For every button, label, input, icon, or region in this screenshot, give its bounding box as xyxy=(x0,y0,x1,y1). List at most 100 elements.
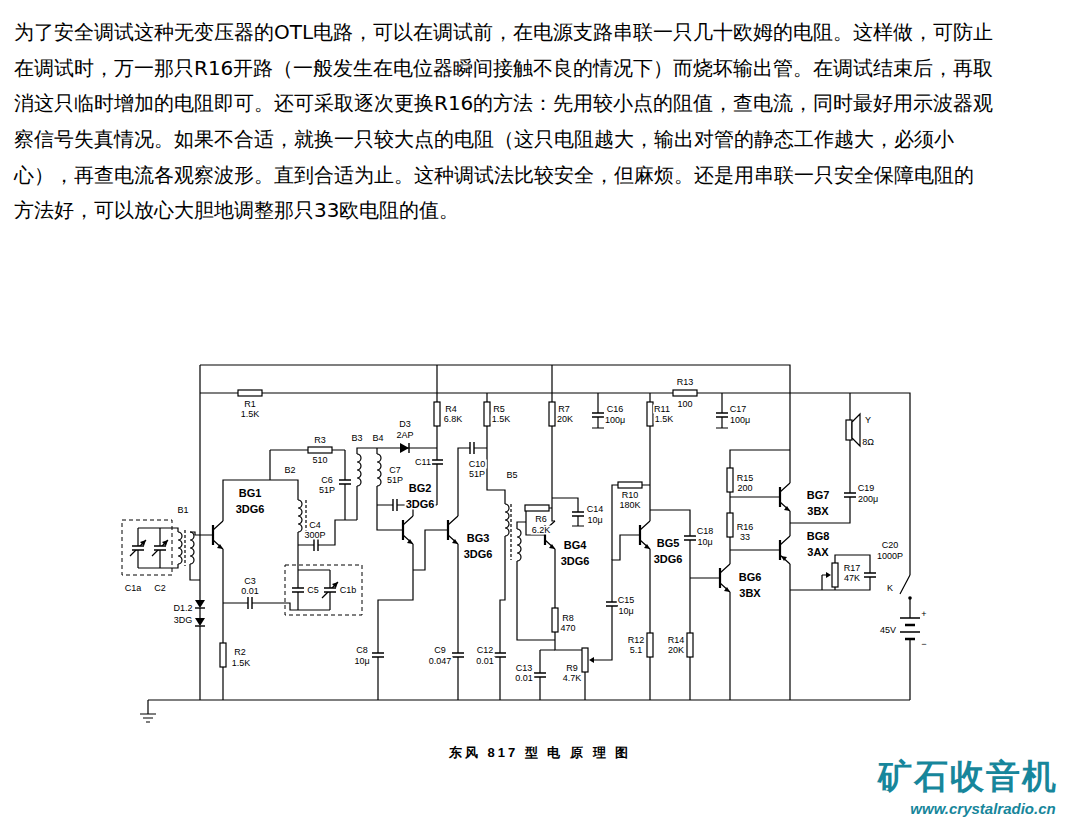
transistor-label: 3BX xyxy=(738,588,761,599)
part-label: C1a xyxy=(124,584,143,593)
diodes xyxy=(195,443,409,626)
diagram-caption: 东风 817 型 电 原 理 图 xyxy=(449,746,631,759)
part-label: C8 xyxy=(355,646,369,655)
transistor-label: BG8 xyxy=(806,531,831,542)
part-label: 3DG xyxy=(173,616,194,625)
part-label: B5 xyxy=(505,471,518,480)
paragraph-line: 心），再查电流各观察波形。直到合适为止。这种调试法比较安全，但麻烦。还是用串联一… xyxy=(14,165,974,185)
part-label: B3 xyxy=(350,434,363,443)
transistor-label: 3DG6 xyxy=(653,554,684,565)
part-label: R10 xyxy=(621,491,640,500)
paragraph-line: 在调试时，万一那只R16开路（一般发生在电位器瞬间接触不良的情况下）而烧坏输出管… xyxy=(14,58,993,78)
part-label: B1 xyxy=(176,506,189,515)
part-label: C10 xyxy=(468,460,487,469)
part-label: 100 xyxy=(676,400,693,409)
part-label: C15 xyxy=(617,596,636,605)
part-label: 300P xyxy=(303,531,326,540)
part-label: 1.5K xyxy=(654,415,675,424)
part-label: C1b xyxy=(339,586,358,595)
part-label: 1.5K xyxy=(491,415,512,424)
transistor-label: BG1 xyxy=(238,488,263,499)
part-label: 180K xyxy=(618,501,641,510)
part-label: C20 xyxy=(881,541,900,550)
part-label: R13 xyxy=(676,378,695,387)
part-label: R7 xyxy=(557,405,571,414)
part-label: 5.1 xyxy=(629,646,644,655)
gang-box xyxy=(122,520,172,575)
part-label: R6 xyxy=(534,515,548,524)
part-label: 0.01 xyxy=(240,587,260,596)
transistor-label: 3DG6 xyxy=(463,549,494,560)
part-label: 33 xyxy=(739,533,751,542)
part-label: B4 xyxy=(371,434,384,443)
part-label: R17 xyxy=(843,564,862,573)
part-label: R14 xyxy=(667,636,686,645)
part-label: 200 xyxy=(736,484,753,493)
part-label: 45V xyxy=(879,626,897,635)
part-label: R15 xyxy=(736,474,755,483)
part-label: Y xyxy=(864,416,872,425)
part-label: 510 xyxy=(311,456,328,465)
part-label: 20K xyxy=(556,415,574,424)
part-label: 47K xyxy=(843,574,861,583)
part-label: 10μ xyxy=(353,657,370,666)
paragraph-line: 方法好，可以放心大胆地调整那只33欧电阻的值。 xyxy=(14,200,459,220)
part-label: 100μ xyxy=(729,416,751,425)
part-label: + xyxy=(920,610,927,619)
part-label: C11 xyxy=(414,458,432,467)
transistor-label: BG3 xyxy=(466,533,491,544)
paragraph-line: 为了安全调试这种无变压器的OTL电路，可以在调试前，在电源支路串联一只几十欧姆的… xyxy=(14,22,993,42)
part-label: 100μ xyxy=(604,416,626,425)
part-label: 0.047 xyxy=(428,657,453,666)
part-label: 10μ xyxy=(617,607,634,616)
part-label: C7 xyxy=(388,466,402,475)
part-label: R12 xyxy=(627,636,646,645)
part-label: C9 xyxy=(433,646,447,655)
wires xyxy=(130,365,920,722)
part-label: C3 xyxy=(243,577,257,586)
part-label: C14 xyxy=(586,505,605,514)
part-label: 1.5K xyxy=(231,659,252,668)
part-label: 51P xyxy=(318,486,336,495)
watermark-url: www.crystalradio.cn xyxy=(910,801,1055,816)
transistor-label: 3DG6 xyxy=(560,556,591,567)
part-label: 6.2K xyxy=(531,526,552,535)
transistor-label: BG4 xyxy=(563,540,588,551)
part-label: 1000P xyxy=(876,552,904,561)
gang-box xyxy=(285,565,362,615)
part-label: 0.01 xyxy=(475,657,495,666)
transistor-label: BG7 xyxy=(806,490,831,501)
part-label: R2 xyxy=(233,648,247,657)
part-label: R16 xyxy=(736,523,755,532)
part-label: R9 xyxy=(565,664,579,673)
part-label: 2AP xyxy=(395,431,414,440)
part-label: D3 xyxy=(398,420,412,429)
part-label: R8 xyxy=(561,614,575,623)
part-label: C16 xyxy=(606,405,625,414)
part-label: C18 xyxy=(696,527,715,536)
transistor-label: 3BX xyxy=(806,506,829,517)
part-label: R3 xyxy=(313,436,327,445)
part-label: 10μ xyxy=(586,516,603,525)
part-label: R1 xyxy=(243,400,257,409)
part-label: 20K xyxy=(667,646,685,655)
part-label: C13 xyxy=(515,664,534,673)
part-label: R4 xyxy=(444,405,458,414)
part-label: 51P xyxy=(386,476,404,485)
transistor-label: 3AX xyxy=(806,547,829,558)
part-label: D1.2 xyxy=(172,604,193,613)
transistor-label: 3DG6 xyxy=(235,504,266,515)
transistor-label: BG2 xyxy=(408,483,433,494)
part-label: B2 xyxy=(283,466,296,475)
part-label: C5 xyxy=(306,586,320,595)
part-label: 51P xyxy=(468,470,486,479)
part-label: K xyxy=(886,584,894,593)
part-label: R11 xyxy=(653,405,671,414)
part-label: 10μ xyxy=(696,538,713,547)
transistor-label: BG6 xyxy=(738,572,763,583)
part-label: 470 xyxy=(559,624,576,633)
part-label: C6 xyxy=(320,476,334,485)
paragraph-line: 消这只临时增加的电阻即可。还可采取逐次更换R16的方法：先用较小点的阻值，查电流… xyxy=(14,93,993,113)
